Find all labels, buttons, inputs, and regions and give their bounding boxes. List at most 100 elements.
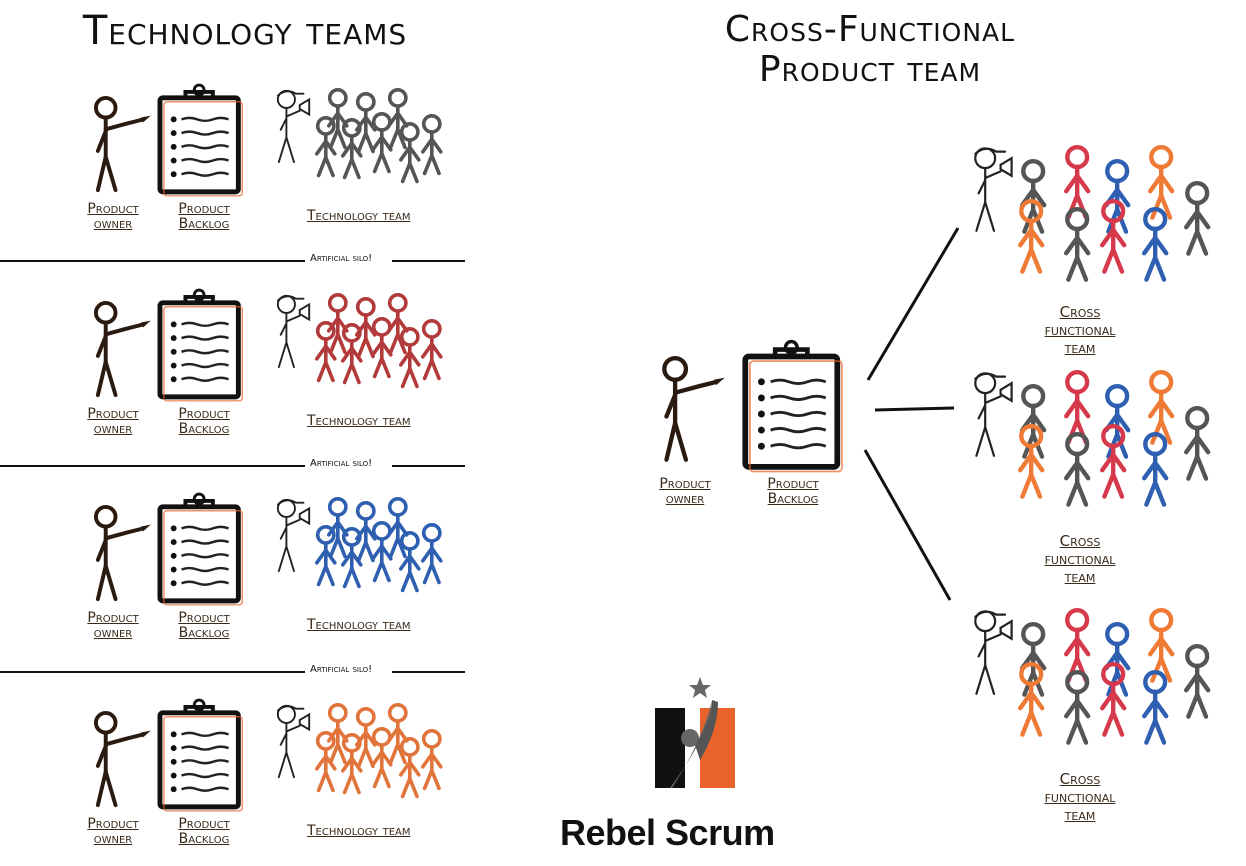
cross-team-member-figure [1018,662,1045,737]
cross-team-lead-figure [974,147,1013,232]
technology-team-label: Technology team [307,617,411,633]
team-member-figure [371,727,393,789]
team-member-figure [421,523,443,585]
team-member-figure [355,92,377,154]
cross-team-member-figure [1184,181,1211,256]
team-member-figure [387,703,409,765]
cross-team-member-figure [1148,145,1175,220]
connector-lines [863,227,960,601]
technology-team-label: Technology team [307,208,411,224]
team-member-figure [371,112,393,174]
product-owner-figure [93,505,151,602]
team-lead-figure [276,704,311,779]
cross-team-lead-figure [974,372,1013,457]
product-backlog-clipboard [157,492,244,606]
team-member-figure [399,327,421,389]
team-member-figure [341,118,363,180]
connector-line-middle [874,406,955,412]
right-title-line1: Cross-Functional [724,9,1016,50]
cross-team-member-figure [1018,199,1045,274]
cross-team-member-figure [1064,432,1091,507]
cross-team-lead-figure [974,610,1013,695]
product-backlog-clipboard [157,698,244,812]
team-lead-figure [276,498,311,573]
right-product-owner-figure [662,356,725,462]
team-member-figure [315,525,337,587]
left-graphics [93,83,443,812]
team-lead-figure [276,89,311,164]
silo-label: Artificial silo! [310,458,373,469]
cross-team-member-figure [1184,644,1211,719]
team-member-figure [399,122,421,184]
cross-team-member-figure [1100,199,1127,274]
cross-team-member-figure [1142,207,1169,282]
team-member-figure [421,114,443,176]
team-member-figure [387,497,409,559]
cross-team-member-figure [1142,670,1169,745]
cross-team-member-figure [1104,159,1131,234]
team-member-figure [399,737,421,799]
logo-dark-panel [655,708,685,788]
team-member-figure [341,733,363,795]
team-member-figure [341,323,363,385]
cross-team-member-figure [1142,432,1169,507]
team-member-figure [421,729,443,791]
cross-team-member-figure [1020,384,1047,459]
right-graphics [662,145,1211,745]
cross-team-member-figure [1064,370,1091,445]
cross-team-member-figure [1100,424,1127,499]
silo-separator-3: Artificial silo! [0,662,465,682]
team-member-figure [315,731,337,793]
cross-team-member-figure [1184,406,1211,481]
team-member-figure [355,707,377,769]
product-owner-figure [93,301,151,398]
team-member-figure [371,521,393,583]
cross-team-member-figure [1064,145,1091,220]
team-member-figure [315,116,337,178]
connector-line-bottom [863,449,952,601]
logo-head [681,729,699,747]
team-member-figure [421,319,443,381]
cross-team-member-figure [1104,384,1131,459]
cross-team-member-figure [1148,370,1175,445]
team-member-figure [341,527,363,589]
right-title: Cross-Functional Product team [680,10,1060,90]
product-backlog-clipboard [157,83,244,197]
left-title: Technology teams [82,8,408,54]
team-member-figure [355,297,377,359]
product-owner-figure [93,96,151,193]
right-title-line2: Product team [758,49,982,90]
cross-team-member-figure [1064,608,1091,683]
cross-team-member-figure [1148,608,1175,683]
team-member-figure [315,321,337,383]
rebel-scrum-logo [655,677,735,788]
cross-team-member-figure [1064,207,1091,282]
logo-arm [695,700,718,760]
connector-line-top [866,227,960,381]
cross-team-member-figure [1020,622,1047,697]
silo-label: Artificial silo! [310,664,373,675]
cross-team-member-figure [1100,662,1127,737]
product-owner-figure [93,711,151,808]
cross-team-member-figure [1104,622,1131,697]
brand-name: Rebel Scrum [560,812,775,853]
cross-team-member-figure [1064,670,1091,745]
product-backlog-clipboard [157,288,244,402]
team-member-figure [387,88,409,150]
team-lead-figure [276,294,311,369]
technology-team-label: Technology team [307,413,411,429]
team-member-figure [355,501,377,563]
cross-team-member-figure [1020,159,1047,234]
